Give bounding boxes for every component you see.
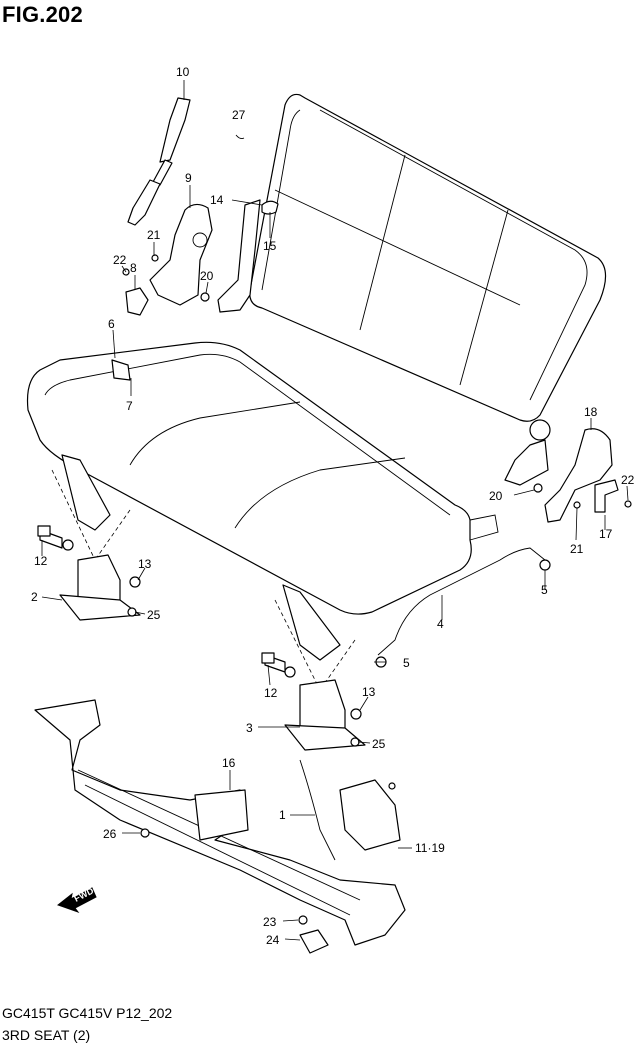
fwd-arrow: FWD (56, 885, 97, 914)
cushion-legs (51, 454, 356, 691)
callout-20-left: 20 (200, 269, 214, 283)
callout-7: 7 (126, 399, 133, 413)
callout-5-right: 5 (541, 583, 548, 597)
callout-6: 6 (108, 317, 115, 331)
callout-12-right: 12 (264, 686, 278, 700)
callout-22-left: 22 (113, 253, 127, 267)
callout-1: 1 (279, 808, 286, 822)
seat-cushion (26, 341, 499, 615)
footer-models: GC415T GC415V P12_202 (2, 1005, 173, 1021)
callout-21-left: 21 (147, 228, 161, 242)
release-rod (377, 547, 546, 656)
callout-13-left: 13 (138, 557, 152, 571)
callout-26: 26 (103, 827, 117, 841)
callout-20-right: 20 (489, 489, 503, 503)
callout-4: 4 (437, 617, 444, 631)
left-back-bracket (217, 199, 279, 313)
callout-5-center: 5 (403, 656, 410, 670)
leader-lines (41, 80, 629, 941)
callout-18: 18 (584, 405, 598, 419)
callout-17: 17 (599, 527, 613, 541)
callout-27: 27 (232, 108, 246, 122)
callout-13-right: 13 (362, 685, 376, 699)
callout-9: 9 (185, 171, 192, 185)
callout-25-left: 25 (147, 608, 161, 622)
callout-23: 23 (263, 915, 277, 929)
right-hinge-bracket (504, 419, 619, 523)
callout-16: 16 (222, 756, 236, 770)
callout-24: 24 (266, 933, 280, 947)
callout-14: 14 (210, 193, 224, 207)
headrest-bushing (111, 359, 131, 381)
seat-belt-buckle (127, 97, 191, 226)
callout-3: 3 (246, 721, 253, 735)
callout-15: 15 (263, 239, 277, 253)
callout-11-19: 11·19 (415, 841, 445, 855)
seat-frame-rails (34, 699, 406, 946)
footer-section: 3RD SEAT (2) (2, 1027, 91, 1043)
left-seat-riser (39, 529, 141, 621)
left-hinge-bracket (125, 203, 213, 316)
callout-10: 10 (176, 65, 190, 79)
callout-8: 8 (130, 261, 137, 275)
callout-12-left: 12 (34, 554, 48, 568)
right-seat-riser (264, 654, 366, 751)
callout-labels: 10 27 9 14 15 21 22 8 20 6 7 18 22 20 21… (31, 65, 635, 947)
callout-21-right: 21 (570, 542, 584, 556)
seat-back (249, 93, 607, 422)
figure-title: FIG.202 (2, 2, 83, 27)
callout-22-right: 22 (621, 473, 635, 487)
callout-25-right: 25 (372, 737, 386, 751)
callout-2: 2 (31, 590, 38, 604)
